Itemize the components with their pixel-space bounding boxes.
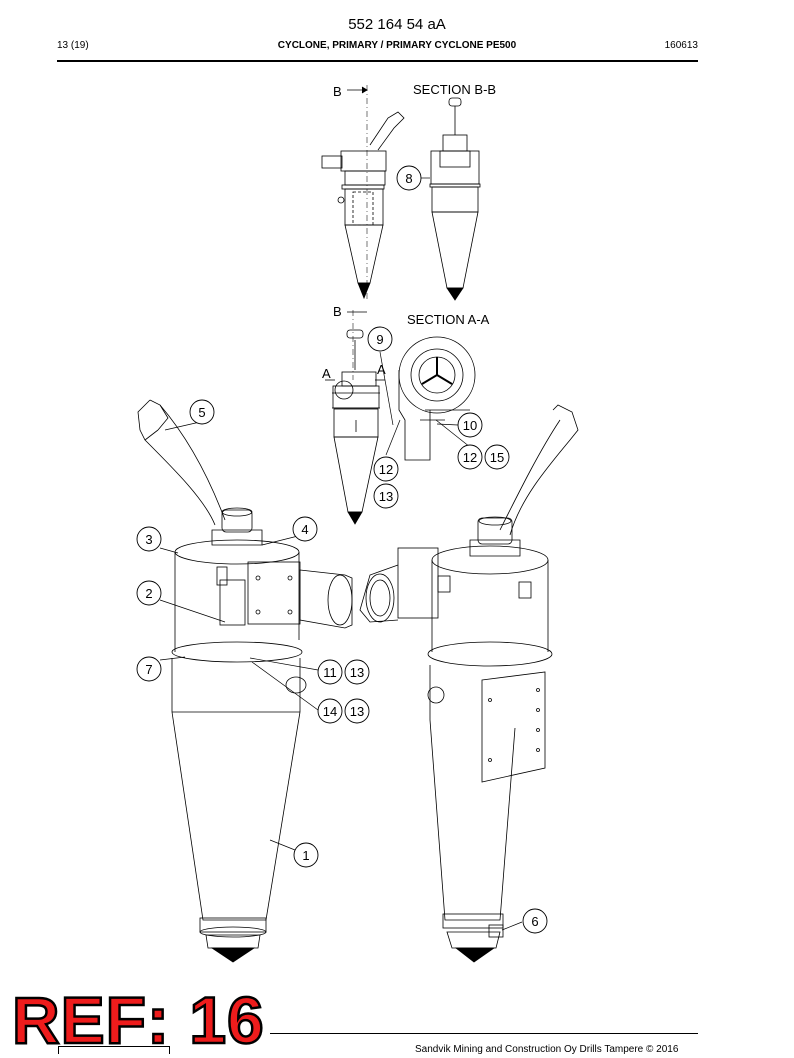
callout-11: 11 <box>323 665 337 680</box>
callout-13-b: 13 <box>350 665 364 680</box>
callout-13-c: 13 <box>350 704 364 719</box>
callout-14: 14 <box>323 704 337 719</box>
section-aa-title: SECTION A-A <box>407 312 490 327</box>
section-marker-a-left: A <box>322 366 331 381</box>
main-cyclone-right <box>359 404 579 963</box>
section-marker-a-right: A <box>377 362 386 377</box>
footer-copyright: Sandvik Mining and Construction Oy Drill… <box>415 1044 679 1055</box>
section-aa-view <box>398 336 476 461</box>
callout-10: 10 <box>463 418 477 433</box>
section-marker-b-top: B <box>333 84 342 99</box>
revision-date: 160613 <box>664 40 698 51</box>
section-bb-title: SECTION B-B <box>413 82 496 97</box>
callout-5: 5 <box>198 405 205 420</box>
callout-3: 3 <box>145 532 152 547</box>
callout-bubbles <box>136 165 548 934</box>
leader-lines <box>159 177 523 931</box>
section-marker-b-bottom: B <box>333 304 342 319</box>
callout-6: 6 <box>531 914 538 929</box>
cyclone-side-view <box>321 85 405 300</box>
sandvik-logo <box>58 1046 170 1054</box>
callout-12-b: 12 <box>379 462 393 477</box>
callout-2: 2 <box>145 586 152 601</box>
page-title: CYCLONE, PRIMARY / PRIMARY CYCLONE PE500 <box>277 40 517 51</box>
header-divider <box>57 60 698 62</box>
reference-stamp: REF: 16 <box>11 982 265 1058</box>
document-number: 552 164 54 aA <box>348 16 446 33</box>
callout-15: 15 <box>490 450 504 465</box>
main-cyclone-left <box>137 399 353 963</box>
callout-1: 1 <box>302 848 309 863</box>
callout-12-a: 12 <box>463 450 477 465</box>
section-bb-view <box>429 97 481 301</box>
cyclone-front-view <box>325 310 385 525</box>
callout-4: 4 <box>301 522 308 537</box>
footer-divider <box>270 1033 698 1034</box>
callout-9: 9 <box>376 332 383 347</box>
callout-8: 8 <box>405 171 412 186</box>
page-number: 13 (19) <box>57 40 89 51</box>
callout-13-a: 13 <box>379 489 393 504</box>
callout-7: 7 <box>145 662 152 677</box>
